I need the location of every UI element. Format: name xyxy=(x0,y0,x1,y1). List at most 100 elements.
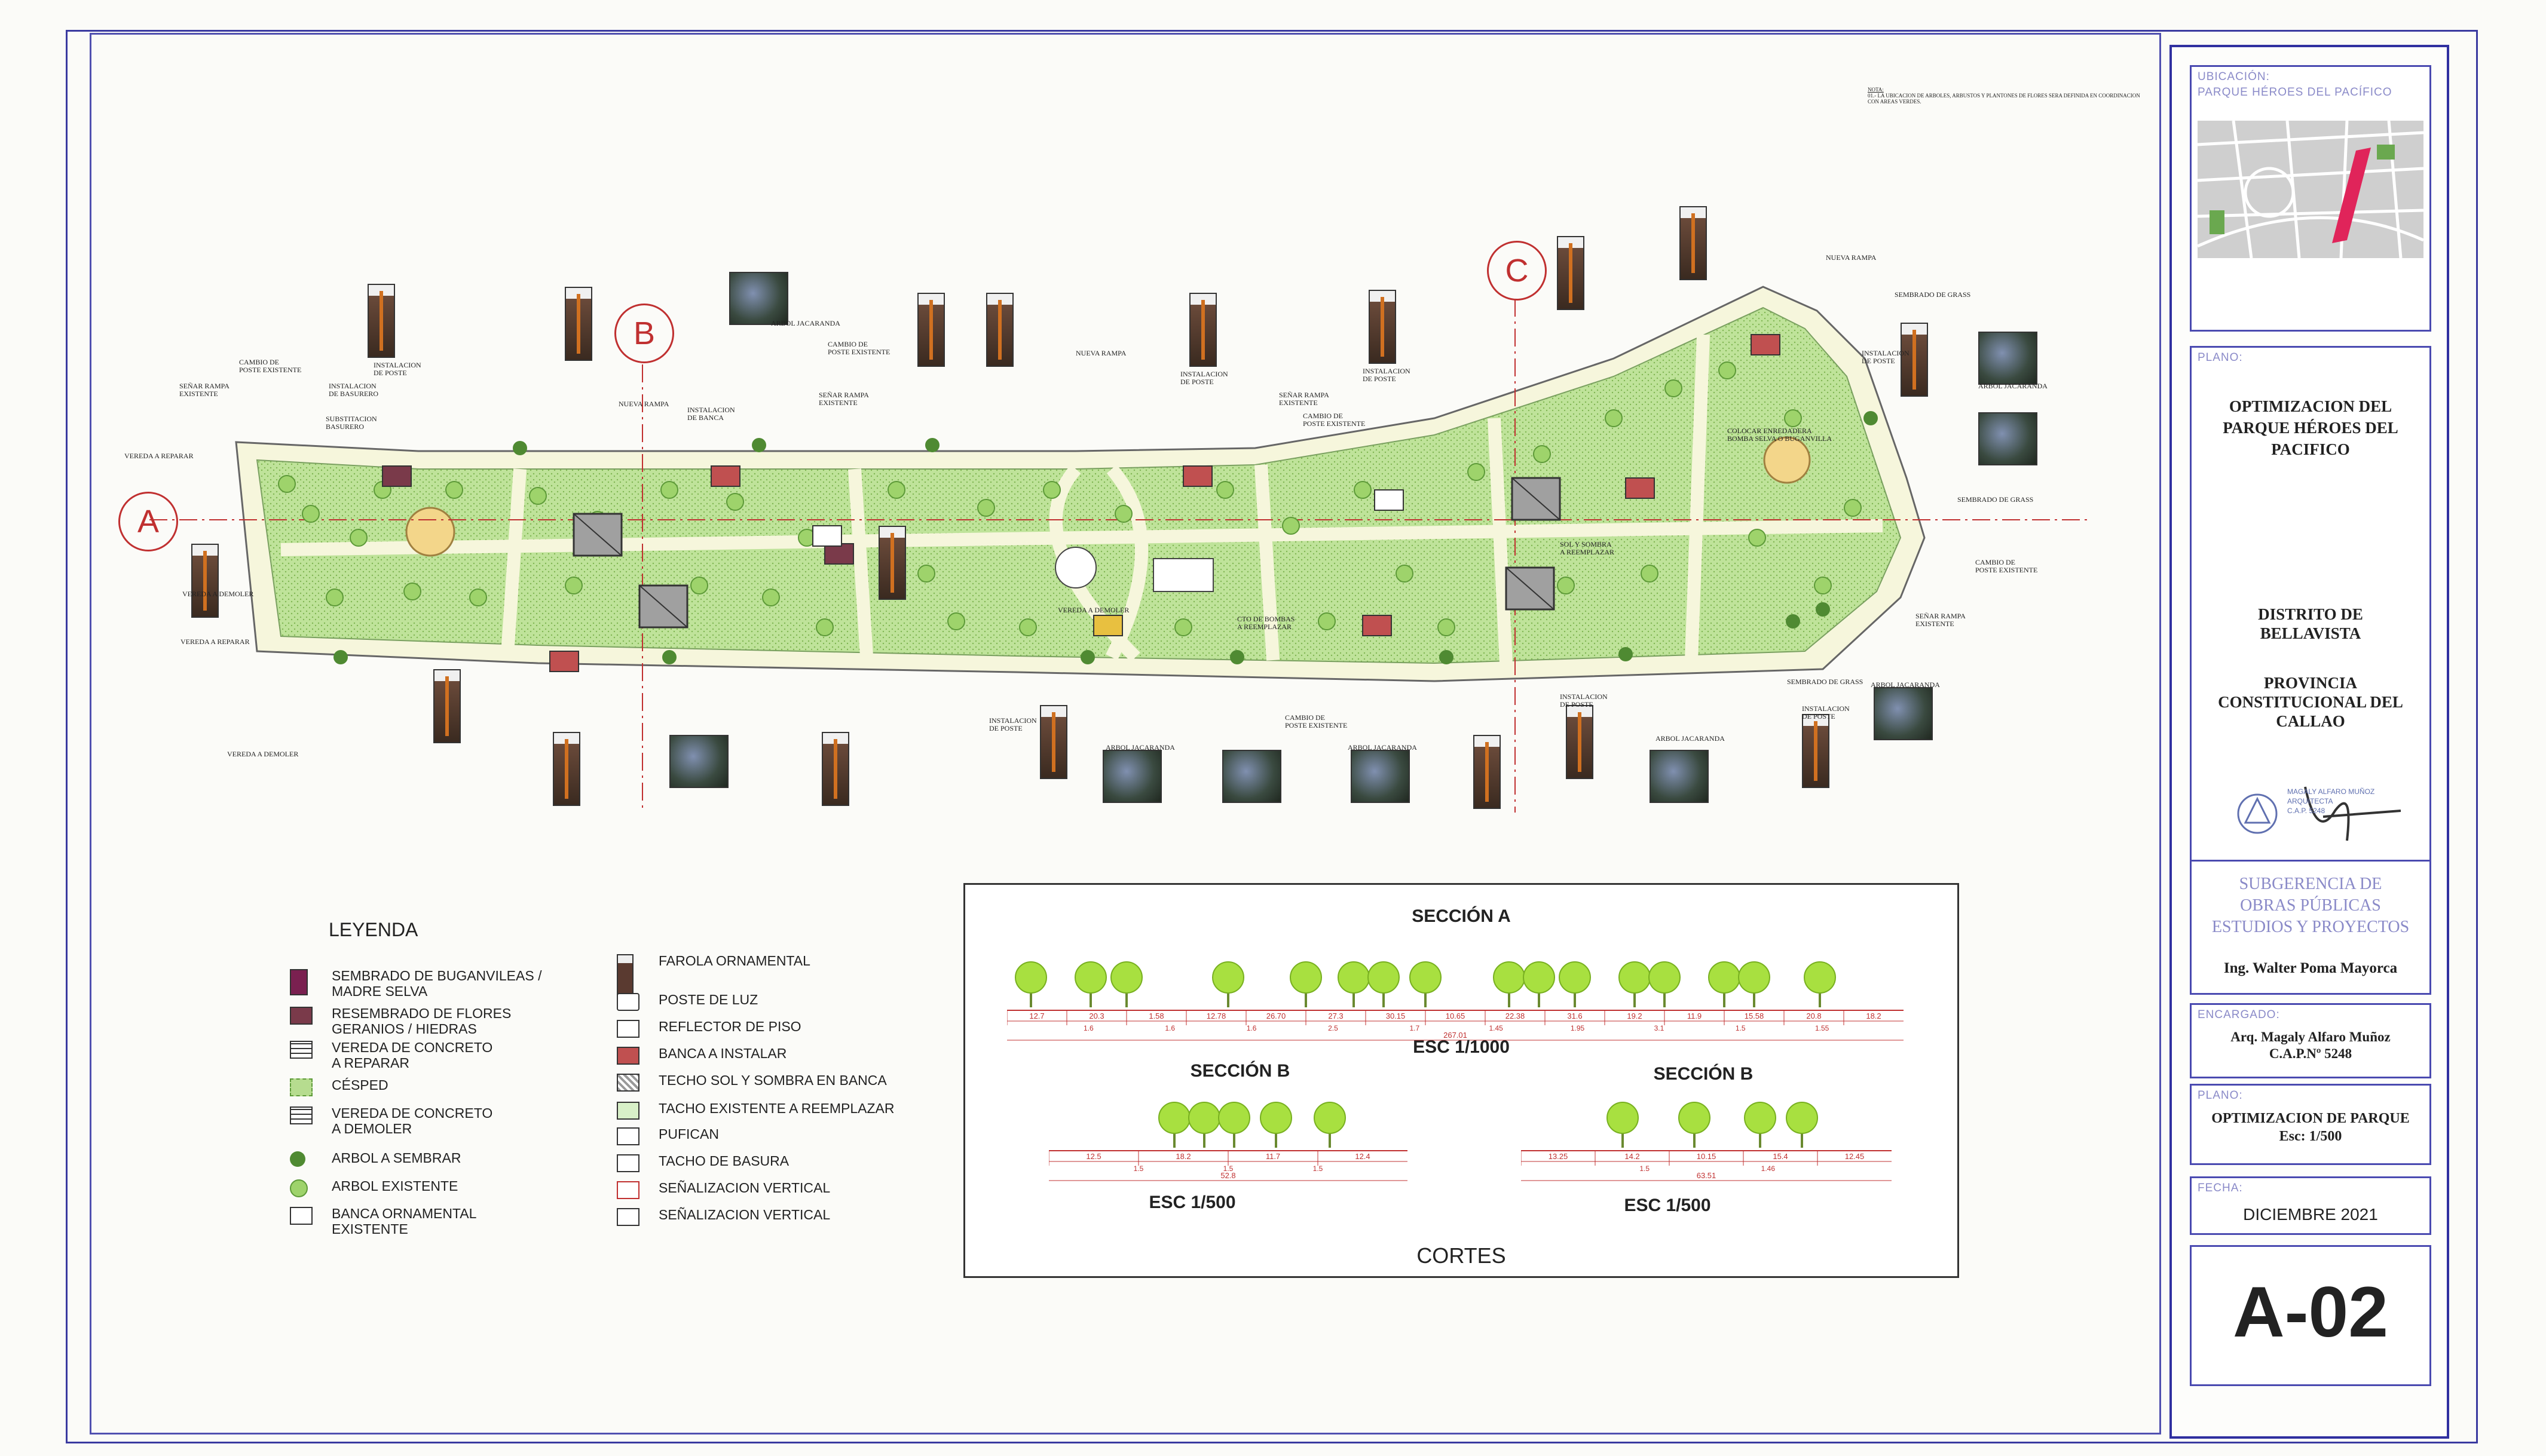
legend-item-label: VEREDA DE CONCRETO A REPARAR xyxy=(332,1040,493,1071)
section-dimension: 15.4 xyxy=(1773,1152,1788,1161)
legend-item-label: ARBOL EXISTENTE xyxy=(332,1178,458,1194)
section-dimension: 11.9 xyxy=(1687,1011,1702,1020)
section-subdimension: 2.5 xyxy=(1328,1024,1338,1032)
legend-item-label: SEÑALIZACION VERTICAL xyxy=(659,1180,831,1196)
ingeniero-text: Ing. Walter Poma Mayorca xyxy=(2223,960,2398,976)
plan-annotation: VEREDA A DEMOLER xyxy=(227,750,299,758)
farola-photo xyxy=(1557,236,1584,310)
legend-item-label: TACHO DE BASURA xyxy=(659,1153,789,1169)
new-tree-3 xyxy=(752,438,766,452)
new-tree-11 xyxy=(1816,602,1830,617)
fecha-box: FECHA: DICIEMBRE 2021 xyxy=(2190,1176,2431,1235)
section-tree xyxy=(1314,1102,1346,1134)
section-b2-title: SECCIÓN B xyxy=(1653,1064,1754,1084)
farola-photo xyxy=(433,669,461,743)
section-dimension: 14.2 xyxy=(1624,1152,1639,1161)
sheet-number: A-02 xyxy=(2232,1272,2389,1352)
plan-annotation: INSTALACION DE POSTE xyxy=(989,716,1037,732)
plan-annotation: SEÑAR RAMPA EXISTENTE xyxy=(179,382,229,398)
legend-item-label: FAROLA ORNAMENTAL xyxy=(659,953,810,968)
farola-photo xyxy=(1901,323,1928,397)
jacaranda-photo xyxy=(1103,750,1162,803)
section-dimension: 27.3 xyxy=(1328,1011,1343,1020)
section-subdimension: 1.6 xyxy=(1084,1024,1094,1032)
plan-annotation: ARBOL JACARANDA xyxy=(1348,743,1417,752)
section-subdimension: 1.6 xyxy=(1247,1024,1257,1032)
drawing-frame xyxy=(90,33,2161,1434)
fountain xyxy=(1055,547,1097,588)
section-subdimension: 1.5 xyxy=(1639,1164,1650,1173)
existing-tree-11 xyxy=(660,481,678,499)
section-tree xyxy=(1708,961,1740,994)
sheet-border xyxy=(66,30,2478,1443)
existing-tree-7 xyxy=(469,588,487,606)
existing-tree-24 xyxy=(1174,618,1192,636)
flores-icon xyxy=(290,1007,313,1025)
ubicacion-value: PARQUE HÉROES DEL PACÍFICO xyxy=(2198,86,2392,99)
plan-annotation: SEMBRADO DE GRASS xyxy=(1895,290,1971,299)
farola-photo xyxy=(1802,714,1829,788)
section-tree xyxy=(1218,1102,1250,1134)
bench-7 xyxy=(1625,477,1655,499)
section-dimension: 12.7 xyxy=(1029,1011,1044,1020)
note-text: 01.- LA UBICACION DE ARBOLES, ARBUSTOS Y… xyxy=(1868,93,2140,105)
plan-annotation: SEÑAR RAMPA EXISTENTE xyxy=(1915,612,1966,628)
bench-8 xyxy=(1751,334,1780,355)
legend-item-label: BANCA A INSTALAR xyxy=(659,1046,787,1061)
existing-tree-37 xyxy=(1718,361,1736,379)
section-dimension: 1.58 xyxy=(1149,1011,1164,1020)
poste-icon xyxy=(617,993,639,1011)
section-subdimension: 1.5 xyxy=(1736,1024,1746,1032)
section-subdimension: 1.45 xyxy=(1489,1024,1504,1032)
location-map xyxy=(2198,121,2423,258)
encargado-text: Arq. Magaly Alfaro Muñoz C.A.P.Nº 5248 xyxy=(2230,1029,2391,1061)
plano2-label: PLANO: xyxy=(2198,1089,2243,1102)
plan-annotation: ARBOL JACARANDA xyxy=(1655,734,1725,743)
buganvilla-icon xyxy=(290,969,308,995)
farola-photo xyxy=(1566,705,1593,779)
section-tree xyxy=(1338,961,1370,994)
sheet-number-box: A-02 xyxy=(2190,1245,2431,1386)
plan-annotation: INSTALACION DE POSTE xyxy=(1862,349,1910,365)
bench-0 xyxy=(382,465,412,487)
plan-annotation: CAMBIO DE POSTE EXISTENTE xyxy=(1975,558,2038,574)
ubicacion-box: UBICACIÓN: PARQUE HÉROES DEL PACÍFICO xyxy=(2190,65,2431,332)
section-tree xyxy=(1738,961,1770,994)
plan-annotation: SEMBRADO DE GRASS xyxy=(1787,678,1863,686)
fecha-label: FECHA: xyxy=(2198,1182,2243,1194)
section-subdimension: 1.5 xyxy=(1223,1164,1234,1173)
legend-item-label: RESEMBRADO DE FLORES GERANIOS / HIEDRAS xyxy=(332,1006,512,1037)
plan-annotation: VEREDA A DEMOLER xyxy=(182,590,254,598)
section-tree xyxy=(1786,1102,1818,1134)
plan-annotation: VEREDA A REPARAR xyxy=(180,637,250,646)
existing-tree-13 xyxy=(726,493,744,511)
legend-item-label: SEÑALIZACION VERTICAL xyxy=(659,1207,831,1222)
plan-annotation: NUEVA RAMPA xyxy=(1826,253,1877,262)
section-dimension: 12.78 xyxy=(1207,1011,1226,1020)
encargado-box: ENCARGADO: Arq. Magaly Alfaro Muñoz C.A.… xyxy=(2190,1003,2431,1078)
farola-photo xyxy=(1189,293,1217,367)
plan-annotation: SOL Y SOMBRA A REEMPLAZAR xyxy=(1560,540,1615,556)
fecha-text: DICIEMBRE 2021 xyxy=(2243,1205,2378,1224)
plan-annotation: INSTALACION DE POSTE xyxy=(374,361,421,377)
new-tree-8 xyxy=(1618,647,1633,661)
section-dimension: 26.70 xyxy=(1266,1011,1286,1020)
jacaranda-photo xyxy=(1222,750,1281,803)
section-dimension: 18.2 xyxy=(1176,1152,1191,1161)
dark-tree-group xyxy=(333,411,1878,664)
section-tree xyxy=(1290,961,1322,994)
section-total: 52.8 xyxy=(1220,1171,1235,1180)
section-dimension: 19.2 xyxy=(1627,1011,1642,1020)
section-dimension: 20.8 xyxy=(1806,1011,1821,1020)
bench-existing-icon xyxy=(290,1207,313,1225)
section-tree xyxy=(1110,961,1143,994)
new-tree-5 xyxy=(1081,650,1095,664)
existing-tree-25 xyxy=(1216,481,1234,499)
section-total: 63.51 xyxy=(1697,1171,1716,1180)
legend-item-label: SEMBRADO DE BUGANVILEAS / MADRE SELVA xyxy=(332,968,542,999)
existing-tree-28 xyxy=(1354,481,1372,499)
plan-annotation: CAMBIO DE POSTE EXISTENTE xyxy=(828,340,891,356)
distrito-text: DISTRITO DE BELLAVISTA xyxy=(2258,605,2363,642)
section-subdimension: 1.6 xyxy=(1165,1024,1175,1032)
farola-photo xyxy=(986,293,1014,367)
